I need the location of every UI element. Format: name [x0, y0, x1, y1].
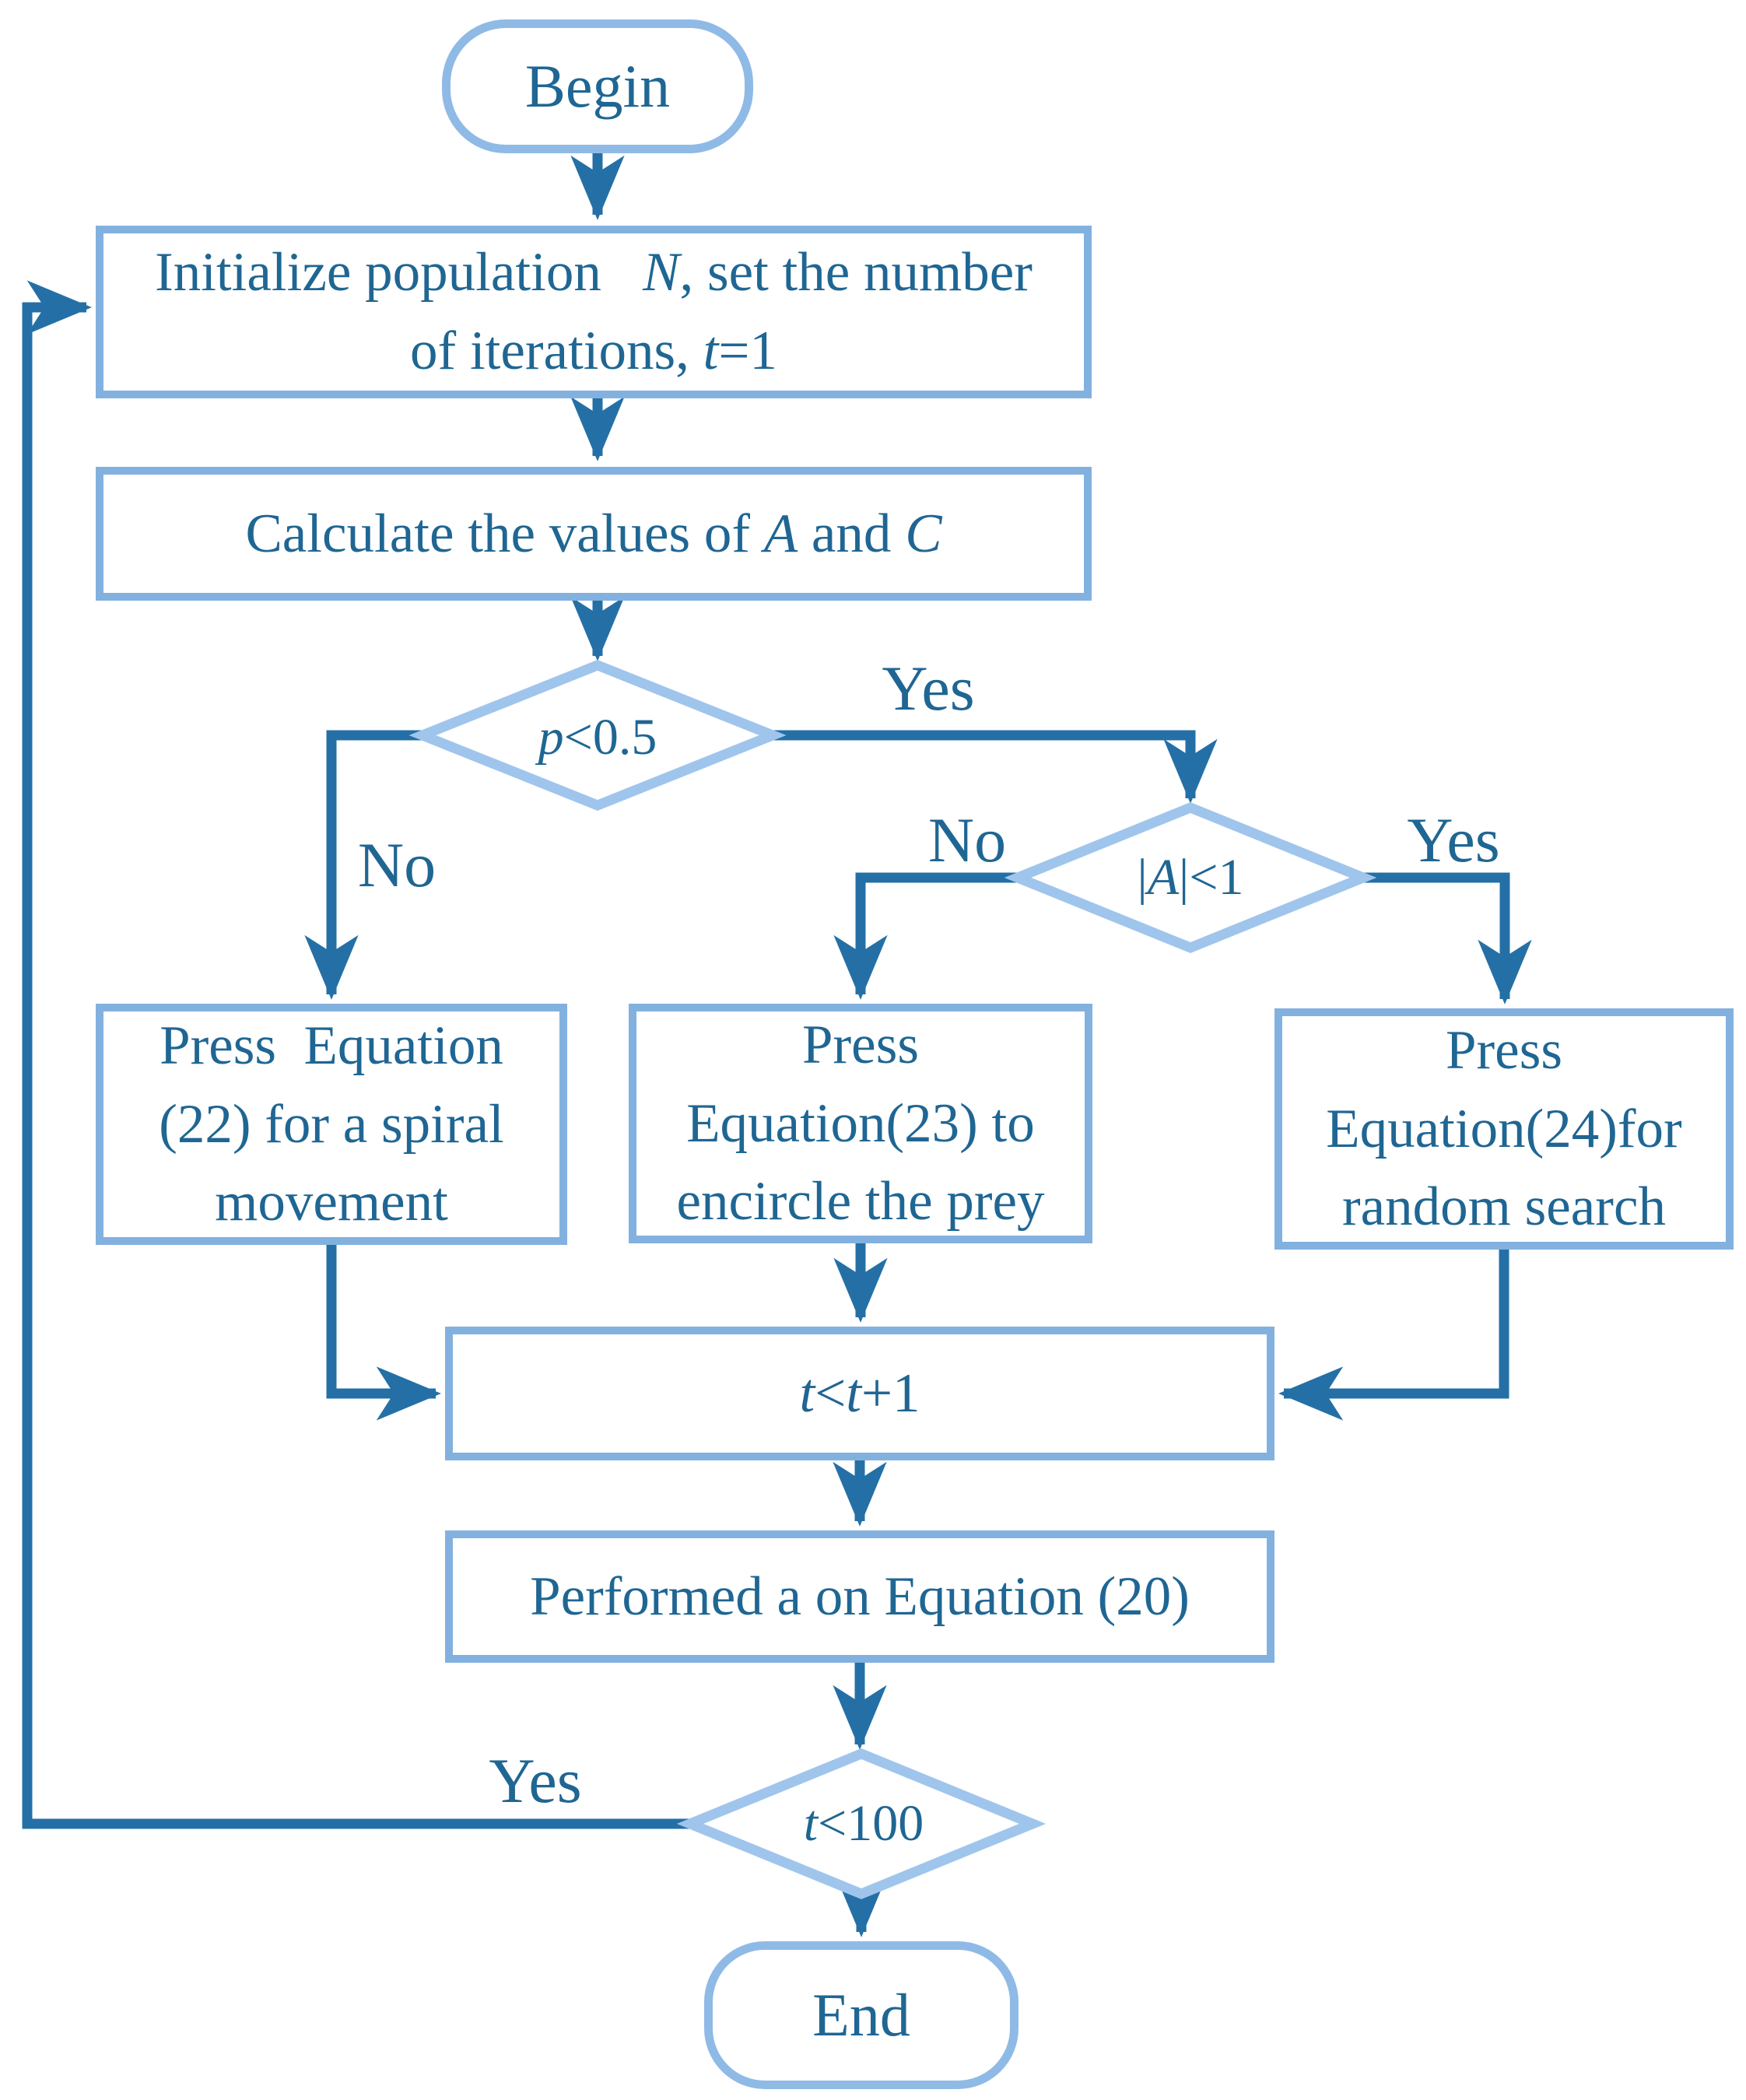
eq22-line3: movement: [215, 1172, 448, 1233]
edge-a-yes: [1363, 872, 1532, 1004]
eq24-line3: random search: [1342, 1176, 1666, 1238]
init-line2: of iterations, t=1: [410, 321, 777, 381]
decision-a-label: |A|<1: [1137, 849, 1244, 906]
edge-a-no: [833, 872, 1018, 1000]
eq23-line3: encircle the prey: [676, 1171, 1045, 1232]
edge-box24-tbox: [1278, 1250, 1509, 1421]
decision-t-diamond: [676, 1748, 1047, 1900]
p-no-label: No: [357, 829, 436, 900]
eq23-line2: Equation(23) to: [686, 1092, 1035, 1154]
eq24-line2: Equation(24)for: [1326, 1098, 1682, 1159]
edge-t-yes-loop: [22, 280, 690, 1829]
begin-terminal: Begin: [442, 19, 753, 153]
t-yes-label: Yes: [489, 1745, 582, 1816]
init-process: Initialize population N, set the number …: [96, 226, 1092, 398]
calc-process: Calculate the values of A and C: [96, 467, 1092, 601]
performed-line: Performed a on Equation (20): [530, 1565, 1190, 1627]
increment-process: t<t+1: [445, 1327, 1274, 1460]
decision-p-diamond: [408, 659, 787, 812]
edge-p-no: [304, 730, 422, 1000]
decision-a-diamond: [1004, 801, 1377, 954]
eq23-process: Press Equation(23) to encircle the prey: [629, 1004, 1092, 1243]
decision-t-label: t<100: [803, 1795, 924, 1852]
a-no-label: No: [927, 805, 1007, 875]
decision-p-label: p<0.5: [538, 709, 657, 766]
performed-process: Performed a on Equation (20): [445, 1530, 1274, 1663]
eq23-line1: Press: [802, 1014, 919, 1075]
eq22-line2: (22) for a spiral: [159, 1093, 504, 1155]
eq22-process: Press Equation (22) for a spiral movemen…: [96, 1004, 567, 1245]
init-line1: Initialize population N, set the number: [155, 242, 1033, 303]
eq22-line1: Press Equation: [160, 1015, 503, 1076]
p-yes-label: Yes: [882, 653, 975, 724]
edge-box22-tbox: [326, 1245, 441, 1421]
begin-label: Begin: [524, 52, 671, 120]
calc-line: Calculate the values of A and C: [245, 503, 942, 564]
increment-line: t<t+1: [799, 1362, 920, 1424]
end-terminal: End: [704, 1941, 1018, 2089]
a-yes-label: Yes: [1407, 805, 1500, 875]
end-label: End: [812, 1981, 910, 2049]
edge-p-yes: [773, 730, 1218, 804]
eq24-process: Press Equation(24)for random search: [1274, 1008, 1734, 1250]
eq24-line1: Press: [1446, 1019, 1562, 1081]
